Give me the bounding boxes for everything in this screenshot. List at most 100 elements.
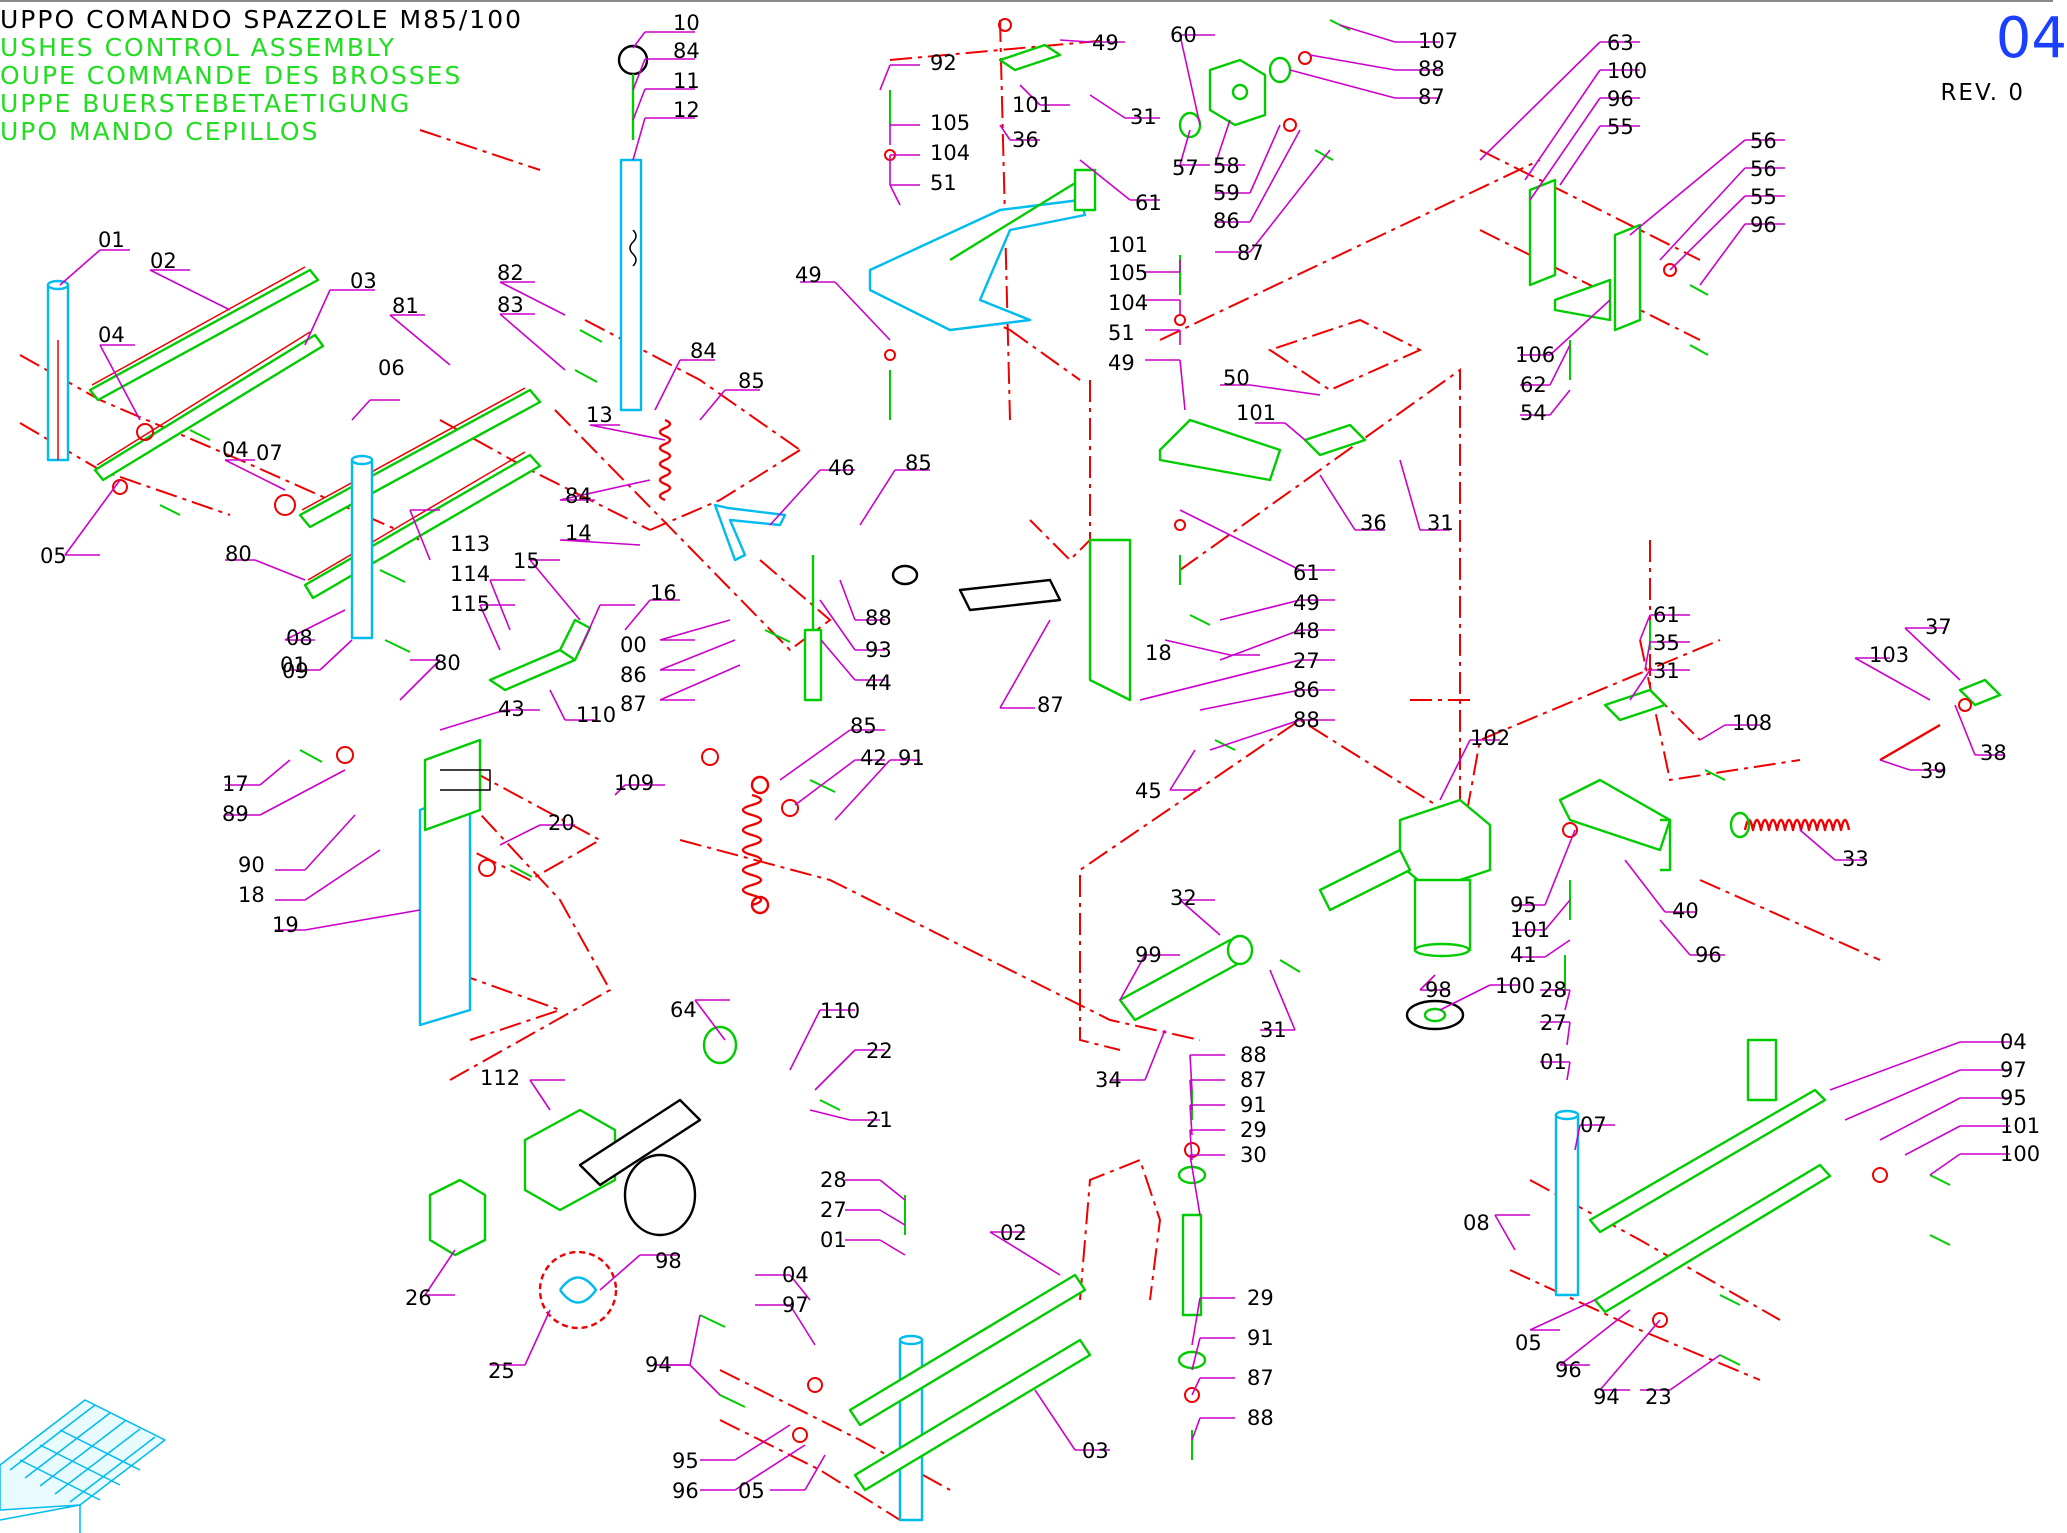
callout-label: 27 xyxy=(1540,1011,1567,1035)
callout-label: 45 xyxy=(1135,779,1162,803)
callout-label: 26 xyxy=(405,1286,432,1310)
callout-label: 01 xyxy=(1540,1050,1567,1074)
callout-label: 95 xyxy=(1510,893,1537,917)
callout-label: 49 xyxy=(1092,31,1119,55)
title-spanish: UPO MANDO CEPILLOS xyxy=(0,117,320,146)
arm-03-bottom xyxy=(853,1338,1092,1492)
callout-label: 05 xyxy=(40,544,67,568)
lever-12 xyxy=(617,44,649,412)
callout-label: 18 xyxy=(238,883,265,907)
callout-label: 07 xyxy=(1580,1113,1607,1137)
callout-label: 104 xyxy=(1108,291,1148,315)
callout-label: 10 xyxy=(673,11,700,35)
revision-label: REV. 0 xyxy=(1940,80,2025,106)
callout-label: 91 xyxy=(1247,1326,1274,1350)
callout-label: 99 xyxy=(1135,943,1162,967)
callout-label: 55 xyxy=(1607,115,1634,139)
title-block: UPPO COMANDO SPAZZOLE M85/100 USHES CONT… xyxy=(0,6,523,146)
callout-label: 100 xyxy=(1607,59,1647,83)
callout-label: 86 xyxy=(1213,209,1240,233)
callout-label: 80 xyxy=(225,542,252,566)
callout-label: 09 xyxy=(282,659,309,683)
lever-60 xyxy=(868,168,1097,332)
parts xyxy=(0,18,2002,1533)
callout-label: 97 xyxy=(782,1293,809,1317)
callout-label: 88 xyxy=(1240,1043,1267,1067)
callout-label: 48 xyxy=(1293,619,1320,643)
callout-label: 34 xyxy=(1095,1068,1122,1092)
callout-label: 03 xyxy=(350,269,377,293)
callout-label: 31 xyxy=(1130,105,1157,129)
callout-label: 91 xyxy=(898,746,925,770)
arm-03 xyxy=(93,331,325,482)
callout-label: 38 xyxy=(1980,741,2007,765)
washers xyxy=(112,18,1972,1443)
callout-label: 28 xyxy=(820,1168,847,1192)
arm-02 xyxy=(88,266,320,402)
callout-label: 32 xyxy=(1170,886,1197,910)
callout-label: 20 xyxy=(548,811,575,835)
callout-label: 101 xyxy=(1510,918,1550,942)
callout-label: 51 xyxy=(930,171,957,195)
callout-label: 49 xyxy=(1108,351,1135,375)
callout-label: 12 xyxy=(673,98,700,122)
block-21 xyxy=(428,1178,487,1257)
callout-label: 85 xyxy=(738,369,765,393)
actuator-33 xyxy=(1318,798,1492,958)
callout-label: 31 xyxy=(1653,659,1680,683)
callout-label: 05 xyxy=(738,1479,765,1503)
callout-label: 81 xyxy=(392,294,419,318)
callout-label: 15 xyxy=(513,549,540,573)
callout-label: 22 xyxy=(866,1039,893,1063)
callout-label: 31 xyxy=(1260,1018,1287,1042)
callout-label: 39 xyxy=(1920,759,1947,783)
callout-label: 105 xyxy=(1108,261,1148,285)
plate-50 xyxy=(1158,418,1282,482)
callout-label: 84 xyxy=(673,39,700,63)
callout-label: 56 xyxy=(1750,129,1777,153)
title-german: UPPE BUERSTEBETAETIGUNG xyxy=(0,89,412,118)
callout-label: 87 xyxy=(1247,1366,1274,1390)
spring-13 xyxy=(658,418,672,502)
callout-label: 113 xyxy=(450,532,490,556)
motor-34 xyxy=(1405,999,1465,1031)
plate-41 xyxy=(1558,778,1672,872)
callout-label: 04 xyxy=(222,438,249,462)
callout-label: 90 xyxy=(238,853,265,877)
callout-label: 60 xyxy=(1170,23,1197,47)
callout-label: 59 xyxy=(1213,181,1240,205)
callout-label: 01 xyxy=(280,653,307,677)
callout-label: 51 xyxy=(1108,321,1135,345)
callout-label: 03 xyxy=(1082,1439,1109,1463)
callout-label: 97 xyxy=(2000,1058,2027,1082)
callout-label: 54 xyxy=(1520,401,1547,425)
callout-label: 42 xyxy=(860,746,887,770)
callout-label: 104 xyxy=(930,141,970,165)
actuator-22 xyxy=(523,1025,738,1237)
callout-label: 87 xyxy=(1037,693,1064,717)
callout-label: 96 xyxy=(672,1479,699,1503)
callout-label: 98 xyxy=(1425,978,1452,1002)
callout-label: 28 xyxy=(1540,978,1567,1002)
callout-label: 49 xyxy=(1293,591,1320,615)
callout-label: 103 xyxy=(1869,643,1909,667)
callout-label: 40 xyxy=(1672,899,1699,923)
callout-label: 101 xyxy=(1108,233,1148,257)
callout-label: 101 xyxy=(1236,401,1276,425)
callout-label: 18 xyxy=(1145,641,1172,665)
callout-label: 92 xyxy=(930,51,957,75)
callout-label: 05 xyxy=(1515,1331,1542,1355)
callout-label: 46 xyxy=(828,456,855,480)
callout-label: 96 xyxy=(1695,943,1722,967)
callout-label: 91 xyxy=(1240,1093,1267,1117)
callout-label: 35 xyxy=(1653,631,1680,655)
callout-label: 01 xyxy=(98,228,125,252)
detail-25 xyxy=(538,1250,618,1330)
callout-label: 87 xyxy=(1237,241,1264,265)
callout-label: 43 xyxy=(498,697,525,721)
title-french: OUPE COMMANDE DES BROSSES xyxy=(0,61,463,90)
callout-label: 94 xyxy=(645,1353,672,1377)
callout-label: 84 xyxy=(565,484,592,508)
callout-label: 02 xyxy=(1000,1221,1027,1245)
callout-label: 110 xyxy=(576,703,616,727)
